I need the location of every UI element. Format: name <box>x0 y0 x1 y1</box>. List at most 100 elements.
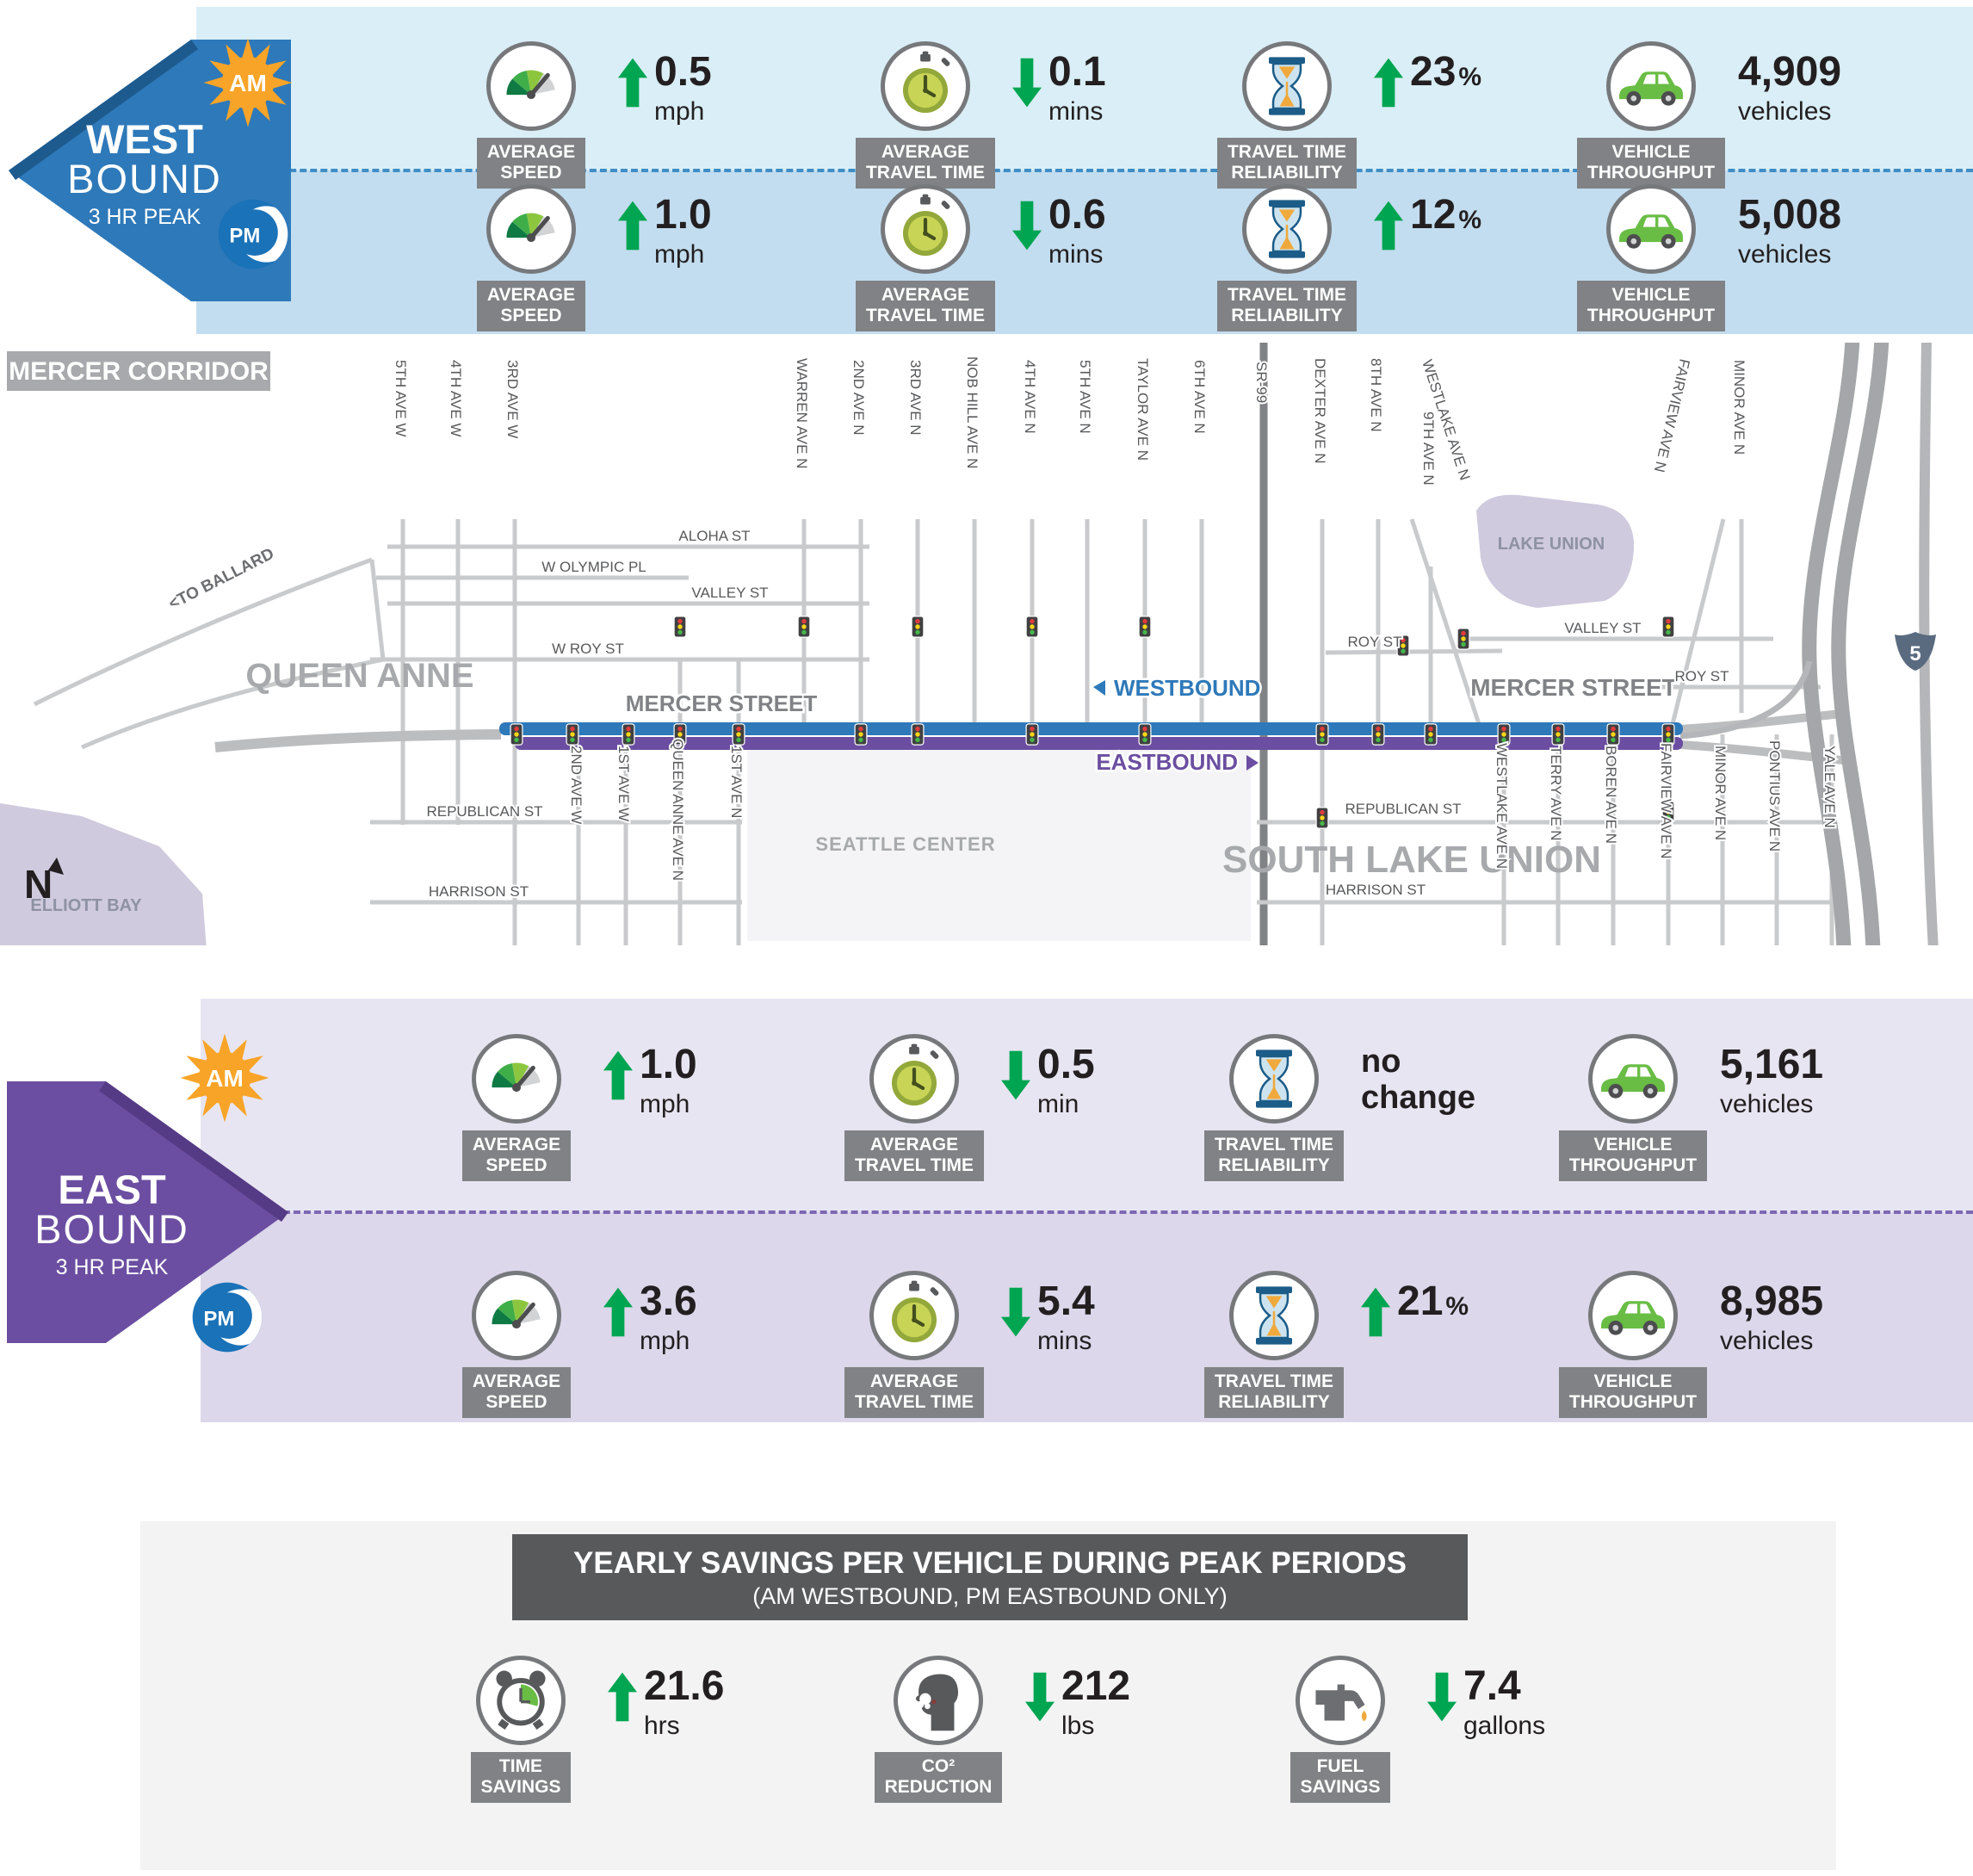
westbound-title: WEST <box>86 116 203 162</box>
average-speed-metric: AVERAGE SPEED 0.5 mph <box>449 41 712 189</box>
metric-unit: mph <box>640 1090 690 1118</box>
traffic-light-icon <box>911 723 925 746</box>
sun-ray <box>244 1056 263 1070</box>
metric-icon-circle <box>881 41 970 131</box>
metric-icon-circle <box>1606 41 1696 131</box>
metric-label: AVERAGE TRAVEL TIME <box>855 281 996 331</box>
street-label: 2ND AVE N <box>850 360 867 436</box>
vehicle-throughput-metric: VEHICLE THROUGHPUT 4,909 vehicles <box>1569 41 1841 189</box>
traffic-light-icon <box>854 723 868 746</box>
metric-label: TRAVEL TIME RELIABILITY <box>1216 138 1358 189</box>
traffic-light-icon <box>1606 723 1620 746</box>
am-label: AM <box>206 1065 244 1092</box>
co2-icon <box>902 1664 974 1737</box>
map-title: MERCER CORRIDOR <box>9 357 269 386</box>
arrow-up-icon <box>608 1666 637 1728</box>
metric-label: CO² REDUCTION <box>874 1752 1003 1803</box>
lake-union-label: LAKE UNION <box>1498 535 1605 554</box>
metric-value-block: 12% <box>1374 195 1481 331</box>
travel-time-reliability-metric: TRAVEL TIME RELIABILITY no change <box>1192 1034 1475 1181</box>
speedometer-icon <box>495 193 567 265</box>
arrow-down-icon <box>1427 1666 1457 1728</box>
pm-label: PM <box>229 225 260 248</box>
time-savings-metric: TIME SAVINGS 21.6 hrs <box>439 1656 724 1803</box>
moon-icon: PM <box>218 199 288 269</box>
metric-label: AVERAGE TRAVEL TIME <box>855 138 996 189</box>
eb-pm-badge: PM <box>186 1276 269 1359</box>
metric-label: TRAVEL TIME RELIABILITY <box>1216 281 1358 331</box>
queen-anne-label: QUEEN ANNE <box>245 657 473 695</box>
average-speed-metric: AVERAGE SPEED 3.6 mph <box>435 1271 697 1418</box>
street-label: DEXTER AVE N <box>1312 358 1328 464</box>
metric-value-block: 212 lbs <box>1025 1666 1130 1803</box>
compass-arrow-icon <box>48 858 64 875</box>
sun-ray <box>273 77 293 89</box>
street-label: BOREN AVE N <box>1603 746 1619 844</box>
arrow-up-icon <box>618 195 647 257</box>
metric-icon-column: VEHICLE THROUGHPUT <box>1569 184 1733 331</box>
elliott-bay-water <box>0 803 207 945</box>
sun-ray <box>232 1097 247 1117</box>
arrow-up-icon <box>1374 195 1403 257</box>
arrow-down-icon <box>1001 1281 1030 1343</box>
metric-icon-column: AVERAGE SPEED <box>435 1271 598 1418</box>
street-label: 3RD AVE N <box>907 360 924 436</box>
metric-value-block: 0.6 mins <box>1012 195 1106 331</box>
sun-ray <box>250 1072 269 1084</box>
arrow-up-icon <box>1361 1281 1390 1343</box>
sun-ray <box>209 90 229 105</box>
yearly-savings-section: YEARLY SAVINGS PER VEHICLE DURING PEAK P… <box>0 1521 1973 1870</box>
metric-value-block: 0.5 mph <box>618 52 712 189</box>
street-label: WARREN AVE N <box>794 358 810 468</box>
sun-ray <box>226 102 240 121</box>
metric-icon-circle <box>869 1034 959 1124</box>
sun-ray <box>219 1103 231 1123</box>
vehicle-throughput-metric: VEHICLE THROUGHPUT 8,985 vehicles <box>1551 1271 1823 1418</box>
sun-ray <box>256 102 270 121</box>
metric-value: 0.5 <box>1037 1042 1095 1087</box>
street-label: W ROY ST <box>552 641 624 657</box>
metric-value-block: 5,161 vehicles <box>1720 1044 1823 1181</box>
street-label: YALE AVE N <box>1821 746 1838 828</box>
sun-ray <box>244 1086 263 1100</box>
metric-value-block: 0.1 mins <box>1012 52 1106 189</box>
sun-ray <box>242 38 254 58</box>
sun-ray <box>267 60 287 75</box>
metric-icon-column: TRAVEL TIME RELIABILITY <box>1192 1034 1356 1181</box>
metric-icon-column: VEHICLE THROUGHPUT <box>1569 41 1733 189</box>
street-label: SR-99 <box>1253 362 1270 403</box>
metric-unit: mph <box>654 240 705 269</box>
sun-icon: AM <box>180 1033 269 1123</box>
street-label: TERRY AVE N <box>1548 746 1564 841</box>
sun-ray <box>232 1039 247 1059</box>
metric-icon-circle <box>1242 184 1332 274</box>
street-label: HARRISON ST <box>429 883 529 900</box>
mercer-corridor-map: MERCER CORRIDOR ELLIOTT BAY LAKE UNION Q… <box>0 343 1973 945</box>
metric-icon-column: TRAVEL TIME RELIABILITY <box>1192 1271 1356 1418</box>
co²-reduction-metric: CO² REDUCTION 212 lbs <box>857 1656 1130 1803</box>
sun-ray <box>186 1056 206 1070</box>
street-label: 1ST AVE W <box>615 746 632 821</box>
metric-label: AVERAGE SPEED <box>476 138 586 189</box>
street-label: 1ST AVE N <box>728 746 745 818</box>
am-label: AM <box>229 70 267 96</box>
metric-unit: gallons <box>1463 1712 1546 1740</box>
eastbound-direction-label: EASTBOUND <box>1096 749 1238 775</box>
metric-icon-column: TIME SAVINGS <box>439 1656 603 1803</box>
mercer-street-label-right: MERCER STREET <box>1470 674 1677 701</box>
westbound-peak-label: 3 HR PEAK <box>89 205 201 229</box>
seattle-center-label: SEATTLE CENTER <box>815 833 995 855</box>
savings-metrics-row: TIME SAVINGS 21.6 hrs CO² REDUCTION 212 … <box>0 1521 1973 1870</box>
street-label: PONTIUS AVE N <box>1766 740 1783 851</box>
metric-icon-column: CO² REDUCTION <box>857 1656 1020 1803</box>
metric-icon-column: VEHICLE THROUGHPUT <box>1551 1034 1715 1181</box>
street-label: WESTLAKE AVE N <box>1494 743 1510 869</box>
wb-am-pm-divider <box>196 169 1973 172</box>
street-label: 5TH AVE W <box>393 360 409 436</box>
street-label: HARRISON ST <box>1326 882 1426 898</box>
average-travel-time-metric: AVERAGE TRAVEL TIME 0.6 mins <box>844 184 1106 331</box>
metric-value: 21% <box>1397 1279 1469 1324</box>
metric-label: TRAVEL TIME RELIABILITY <box>1203 1367 1345 1418</box>
eastbound-arrow: EAST BOUND 3 HR PEAK <box>7 1081 288 1343</box>
